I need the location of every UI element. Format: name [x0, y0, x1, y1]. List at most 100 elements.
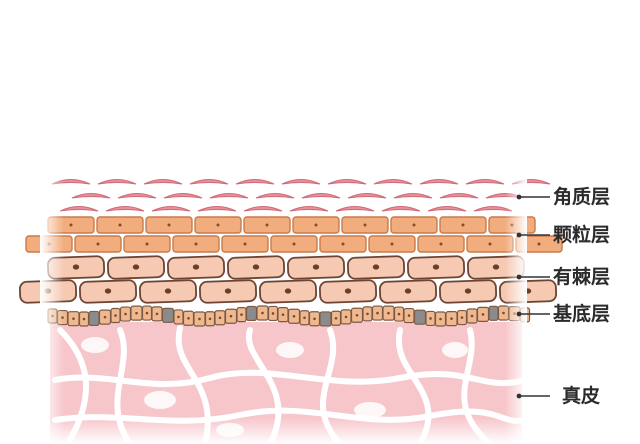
basal-cell-nucleus [145, 311, 149, 315]
leader-dot-basale [516, 311, 522, 317]
keratinocyte-flake [281, 179, 321, 185]
basal-cell-nucleus [155, 312, 159, 316]
basal-cell-nucleus [187, 316, 190, 320]
keratinocyte-flake [163, 193, 203, 199]
keratinocyte-flake [373, 179, 413, 185]
keratinocyte-flake [419, 179, 459, 185]
granular-cell-nucleus [363, 223, 367, 227]
spinous-cell-nucleus [432, 264, 440, 270]
granular-cell-nucleus [69, 223, 73, 227]
basal-cell-nucleus [135, 311, 138, 315]
basal-cell-nucleus [198, 317, 201, 321]
melanocyte-cell [413, 309, 427, 325]
basal-cell-nucleus [271, 312, 275, 315]
basal-cell-nucleus [407, 314, 411, 317]
label-dermis: 真皮 [562, 385, 601, 407]
melanocyte-cell [319, 311, 332, 327]
stratum-corneum-layer [51, 179, 551, 212]
basal-cell-nucleus [218, 316, 222, 320]
keratinocyte-flake [197, 206, 237, 212]
melanocyte-cell [245, 305, 258, 322]
basal-cell-nucleus [470, 314, 474, 318]
leader-dot-dermis [516, 393, 522, 399]
granular-cell-nucleus [412, 223, 416, 227]
basal-cell-nucleus [481, 313, 485, 316]
keratinocyte-flake [97, 179, 137, 185]
basal-cell-nucleus [502, 311, 505, 315]
keratinocyte-flake [347, 193, 387, 199]
granular-cell-nucleus [537, 242, 541, 246]
melanocyte-cell [88, 310, 100, 327]
basal-cell-nucleus [460, 316, 464, 319]
leader-dot-spinosum [516, 274, 522, 280]
granular-cell-nucleus [461, 223, 465, 227]
stratum-granulosum-layer [25, 216, 563, 253]
basal-cell-nucleus [103, 315, 107, 319]
spinous-cell-nucleus [132, 264, 140, 270]
leader-lines [516, 194, 550, 399]
keratinocyte-flake [117, 193, 157, 199]
spinous-cell-nucleus [192, 264, 200, 270]
stratum-spinosum-layer [19, 255, 558, 304]
keratinocyte-flake [327, 179, 367, 185]
spinous-cell-nucleus [372, 264, 380, 270]
dermis-gap [81, 337, 109, 353]
leader-dot-corneum [516, 194, 522, 200]
keratinocyte-flake [243, 206, 283, 212]
label-stratum-corneum: 角质层 [553, 186, 611, 208]
basal-cell-nucleus [303, 316, 306, 320]
dermis-fiber [52, 369, 526, 388]
granular-cell-nucleus [167, 223, 171, 227]
keratinocyte-flake [255, 193, 295, 199]
dermis-gap [354, 402, 386, 418]
keratinocyte-flake [189, 179, 229, 185]
keratinocyte-flake [59, 206, 99, 212]
basal-cell-nucleus [439, 317, 442, 321]
spinous-cell-nucleus [464, 288, 472, 294]
granular-cell-nucleus [341, 242, 345, 246]
basal-cell-nucleus [208, 317, 212, 321]
spinous-cell-nucleus [72, 264, 80, 270]
granular-cell-nucleus [96, 242, 100, 246]
keratinocyte-flake [301, 193, 341, 199]
leader-dot-granulosum [516, 232, 522, 238]
basal-cell-nucleus [366, 312, 369, 316]
keratinocyte-flake [151, 206, 191, 212]
granular-cell-nucleus [488, 242, 492, 246]
basal-cell-nucleus [387, 311, 390, 315]
granular-cell-nucleus [194, 242, 198, 246]
keratinocyte-flake [439, 193, 479, 199]
spinous-cell-nucleus [252, 264, 260, 270]
edge-fades [40, 170, 530, 444]
spinous-cell-nucleus [224, 288, 232, 294]
keratinocyte-flake [381, 206, 421, 212]
granular-cell-nucleus [243, 242, 247, 246]
basal-cell-nucleus [72, 317, 75, 320]
basal-cell-nucleus [261, 311, 264, 315]
spinous-cell-nucleus [344, 288, 352, 294]
granular-cell-nucleus [145, 242, 149, 246]
spinous-cell-nucleus [492, 264, 500, 270]
keratinocyte-flake [465, 179, 505, 185]
keratinocyte-flake [143, 179, 183, 185]
spinous-cell-nucleus [312, 264, 320, 270]
dermis-gap [442, 342, 468, 358]
basal-cell-nucleus [334, 316, 338, 320]
spinous-cell-nucleus [404, 288, 412, 294]
spinous-cell-nucleus [104, 288, 112, 294]
basal-cell-nucleus [376, 311, 379, 315]
granular-cell-nucleus [292, 242, 296, 246]
basal-cell-nucleus [240, 313, 243, 316]
basal-cell-nucleus [114, 314, 117, 317]
basal-cell-nucleus [82, 317, 86, 321]
granular-cell-nucleus [216, 223, 220, 227]
basal-cell-nucleus [344, 315, 348, 319]
keratinocyte-flake [393, 193, 433, 199]
spinous-cell-nucleus [284, 288, 292, 294]
granular-cell-nucleus [390, 242, 394, 246]
granular-cell-nucleus [118, 223, 122, 227]
basal-cell-nucleus [355, 313, 359, 317]
keratinocyte-flake [335, 206, 375, 212]
spinous-cell-nucleus [164, 288, 172, 294]
basal-cell-nucleus [177, 315, 180, 319]
